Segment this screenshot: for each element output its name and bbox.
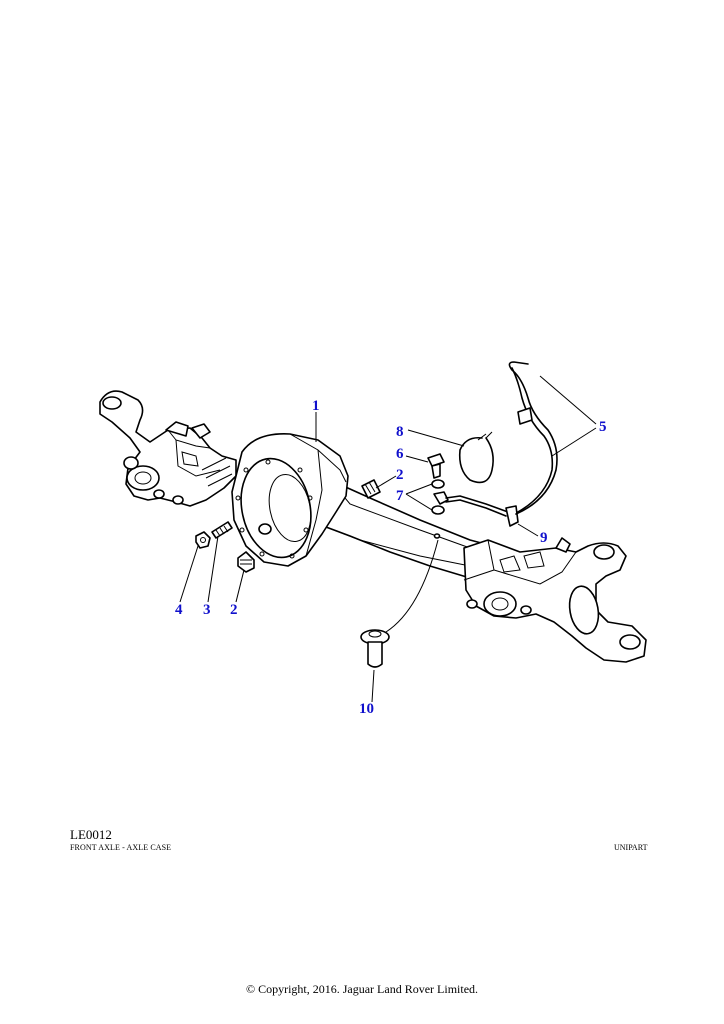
callout-10: 10 <box>359 701 374 717</box>
callout-1: 1 <box>312 398 320 414</box>
copyright-notice: © Copyright, 2016. Jaguar Land Rover Lim… <box>245 982 479 996</box>
leader-lines <box>179 375 597 703</box>
callout-2-upper: 2 <box>396 467 404 483</box>
bolt-item-10 <box>360 539 439 668</box>
callout-6: 6 <box>396 446 404 462</box>
nut <box>195 531 211 549</box>
callout-9: 9 <box>540 530 548 546</box>
callout-3: 3 <box>203 602 211 618</box>
left-swivel-housing <box>99 390 237 507</box>
callout-5: 5 <box>599 419 607 435</box>
breather-pipe-assembly <box>427 361 558 527</box>
callout-2-lower: 2 <box>230 602 238 618</box>
diagram-description: FRONT AXLE - AXLE CASE <box>70 843 172 852</box>
diagram-reference-code: LE0012 <box>70 827 112 842</box>
right-swivel-housing <box>463 537 647 663</box>
breather-plug-upper <box>361 479 381 499</box>
drain-plug <box>237 551 255 573</box>
differential-housing <box>231 433 349 567</box>
housing-bolt-holes <box>235 459 313 559</box>
brand-label: UNIPART <box>614 843 648 852</box>
callout-4: 4 <box>175 602 183 618</box>
small-parts <box>195 479 381 573</box>
callout-8: 8 <box>396 424 404 440</box>
callout-labels: 1 2 2 3 4 5 6 7 8 9 10 <box>175 398 607 717</box>
callout-7: 7 <box>396 488 404 504</box>
stud <box>211 521 233 539</box>
